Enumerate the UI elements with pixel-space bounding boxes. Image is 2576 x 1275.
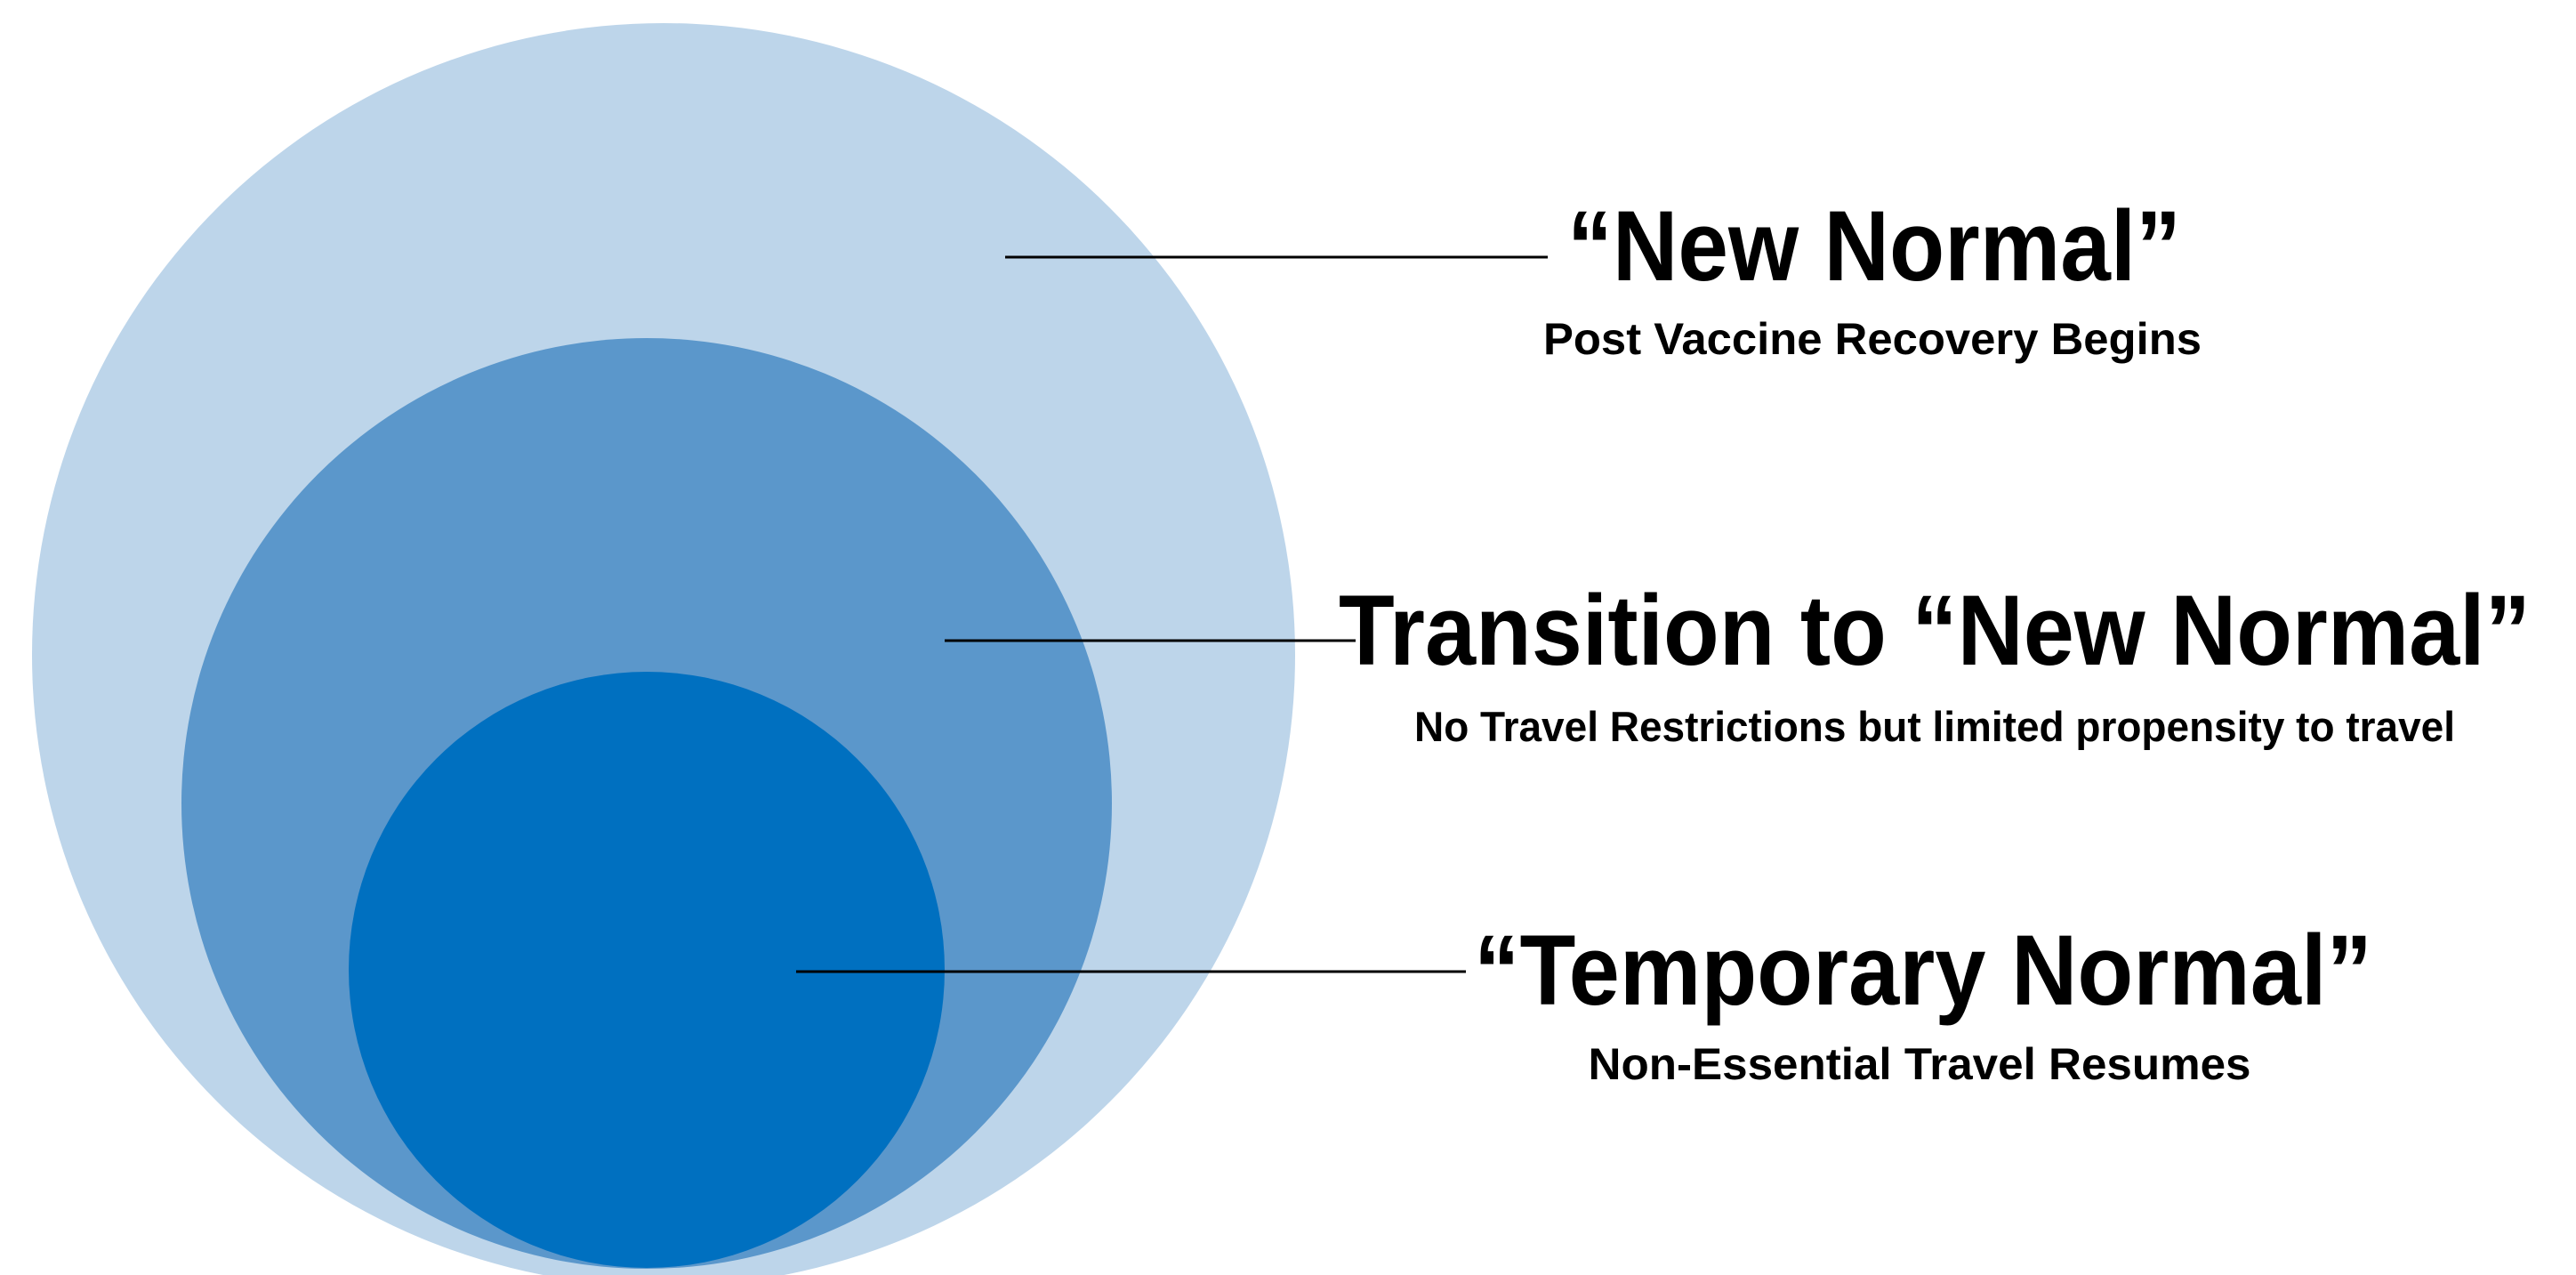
level-subtitle-transition: No Travel Restrictions but limited prope… — [1414, 703, 2455, 750]
level-subtitle-temporary-normal: Non-Essential Travel Resumes — [1589, 1039, 2251, 1089]
level-title-new-normal: “New Normal” — [1567, 190, 2181, 302]
level-subtitle-new-normal: Post Vaccine Recovery Begins — [1543, 314, 2202, 364]
level-title-temporary-normal: “Temporary Normal” — [1474, 915, 2372, 1026]
level-title-transition: Transition to “New Normal” — [1339, 575, 2531, 686]
inner-circle — [349, 672, 945, 1268]
